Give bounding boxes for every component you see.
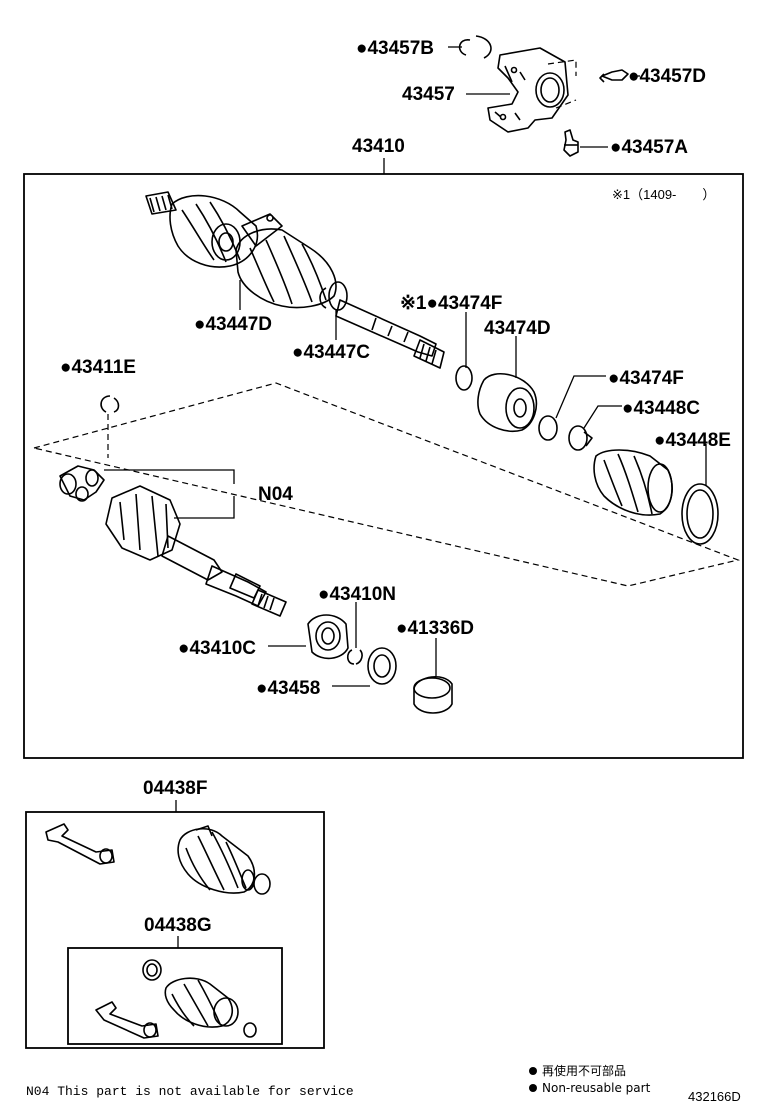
label-04438F: 04438F [143, 778, 207, 799]
label-43474F-right: ●43474F [608, 368, 684, 389]
outboard-boot-2[interactable] [235, 228, 337, 309]
filled-circle-icon [529, 1067, 537, 1075]
kit-04438F-parts[interactable] [45, 823, 271, 895]
outboard-boot[interactable] [169, 194, 259, 268]
assembly-box-43410 [23, 173, 744, 759]
label-43411E: ●43411E [60, 357, 136, 378]
note-1409: ※1（1409- ） [612, 187, 715, 202]
dynamic-damper-group[interactable] [455, 365, 593, 451]
inboard-housing[interactable] [105, 485, 181, 561]
filled-circle-icon [529, 1084, 537, 1092]
clamp-43448C[interactable] [568, 425, 588, 451]
outboard-joint-group[interactable] [145, 191, 445, 369]
inboard-boot[interactable] [593, 449, 673, 516]
clamp-G-1[interactable] [142, 959, 162, 981]
bracket-bore [535, 72, 565, 108]
snap-ring-43411E[interactable] [100, 395, 120, 413]
label-43457B: ●43457B [356, 38, 434, 59]
bearing-43410C[interactable] [307, 614, 349, 660]
label-43474F-top: ※1●43474F [400, 293, 502, 314]
label-43457: 43457 [402, 84, 455, 105]
label-43448C: ●43448C [622, 398, 700, 419]
bearing-group[interactable] [307, 614, 453, 714]
label-41336D: ●41336D [396, 618, 474, 639]
snap-ring-43457B[interactable] [458, 35, 492, 59]
label-43410: 43410 [352, 136, 405, 157]
kit-box-04438F [25, 811, 325, 1049]
legend-en: Non-reusable part [542, 1081, 651, 1095]
label-43410N: ●43410N [318, 584, 396, 605]
bolt-43457A[interactable] [563, 129, 579, 157]
inboard-boot-group[interactable] [593, 449, 719, 545]
bracket-43457-group[interactable] [458, 35, 629, 157]
label-43448E: ●43448E [654, 430, 731, 451]
damper-43474D[interactable] [477, 372, 538, 432]
label-43447C: ●43447C [292, 342, 370, 363]
snap-ring-43410N[interactable] [346, 649, 363, 665]
boot-G[interactable] [164, 977, 234, 1028]
seal-43458[interactable] [367, 647, 397, 685]
diagram-id: 432166D [688, 1089, 741, 1104]
grease-tube-F[interactable] [45, 823, 115, 865]
boot-F[interactable] [177, 828, 256, 894]
legend: 再使用不可部品 Non-reusable part [529, 1063, 651, 1095]
clamp-43474F-b[interactable] [538, 415, 558, 441]
footer-note-N04: N04 This part is not available for servi… [26, 1084, 354, 1099]
label-04438G: 04438G [144, 915, 212, 936]
clamp-43474F-a[interactable] [455, 365, 473, 391]
label-N04: N04 [258, 484, 293, 505]
inboard-joint-N04[interactable] [59, 395, 287, 617]
grease-tube-G[interactable] [95, 1001, 159, 1039]
bolt-43457D[interactable] [601, 69, 629, 81]
inboard-region-outline [33, 382, 741, 587]
label-43457A: ●43457A [610, 137, 688, 158]
label-43474D: 43474D [484, 318, 551, 339]
clamp-43448E[interactable] [681, 483, 719, 545]
legend-jp: 再使用不可部品 [542, 1063, 626, 1078]
label-43457D: ●43457D [628, 66, 706, 87]
label-43410C: ●43410C [178, 638, 256, 659]
label-43447D: ●43447D [194, 314, 272, 335]
kit-box-04438G [67, 947, 283, 1045]
label-43458: ●43458 [256, 678, 320, 699]
bracket-body-43457[interactable] [487, 47, 569, 133]
kit-04438G-parts[interactable] [95, 959, 257, 1039]
